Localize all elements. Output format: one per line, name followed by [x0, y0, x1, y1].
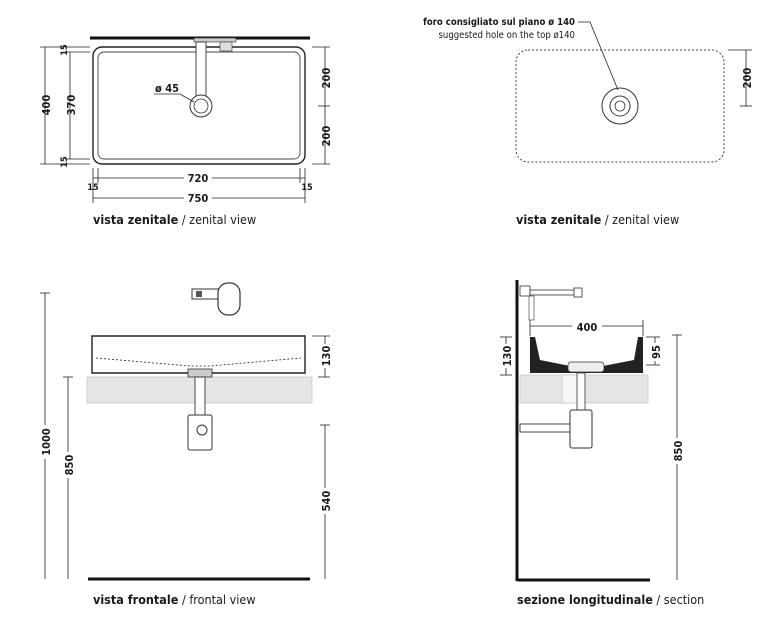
wall-mixer: [191, 282, 241, 316]
dim-370: 370: [65, 95, 78, 116]
tap-lever: [219, 41, 233, 52]
caption-frontal: vista frontale / frontal view: [93, 592, 256, 607]
dim-15-top: 15: [60, 44, 70, 56]
zenital-view-right: foro consigliato sul piano ø 140 suggest…: [423, 17, 754, 227]
dim-400: 400: [577, 321, 598, 334]
frontal-view: 1000 850 130 540 vista frontale / fronta…: [38, 282, 333, 607]
drain-pipe: [194, 376, 206, 418]
dim-720: 720: [188, 172, 209, 185]
hole-note-en: suggested hole on the top ø140: [438, 30, 575, 41]
tap-plate: [193, 37, 237, 43]
caption-section: sezione longitudinale / section: [517, 592, 704, 607]
trap-pipe: [519, 423, 573, 433]
dim-850-section: 850: [672, 441, 685, 462]
dim-1000: 1000: [40, 428, 53, 456]
dim-400: 400: [40, 95, 53, 116]
dim-phi45: ø 45: [155, 82, 179, 95]
dim-850: 850: [63, 455, 76, 476]
dim-750: 750: [188, 192, 209, 205]
dim-130: 130: [320, 346, 333, 367]
dim-15-right: 15: [301, 183, 313, 193]
caption-zenital-right: vista zenitale / zenital view: [516, 212, 679, 227]
dim-95: 95: [650, 345, 663, 359]
siphon-section: [569, 409, 593, 449]
hole-note-it: foro consigliato sul piano ø 140: [423, 17, 575, 28]
dim-200-b: 200: [320, 126, 333, 147]
dim-130-section: 130: [501, 346, 514, 367]
zenital-view-left: ø 45 400 370 15 15 200 200 720 15 15 750…: [40, 36, 333, 227]
dim-15-bottom: 15: [60, 156, 70, 168]
dim-540: 540: [320, 491, 333, 512]
caption-zenital-left: vista zenitale / zenital view: [93, 212, 256, 227]
basin-footprint: [515, 49, 725, 163]
basin-front: [91, 335, 306, 374]
section-view: 400 130 95 850 sezione longitudinale / s…: [499, 280, 704, 607]
dim-15-left: 15: [87, 183, 99, 193]
basin-section: [530, 337, 643, 373]
wall-tap: [519, 285, 583, 321]
dim-200: 200: [741, 68, 754, 89]
dim-200-a: 200: [320, 68, 333, 89]
